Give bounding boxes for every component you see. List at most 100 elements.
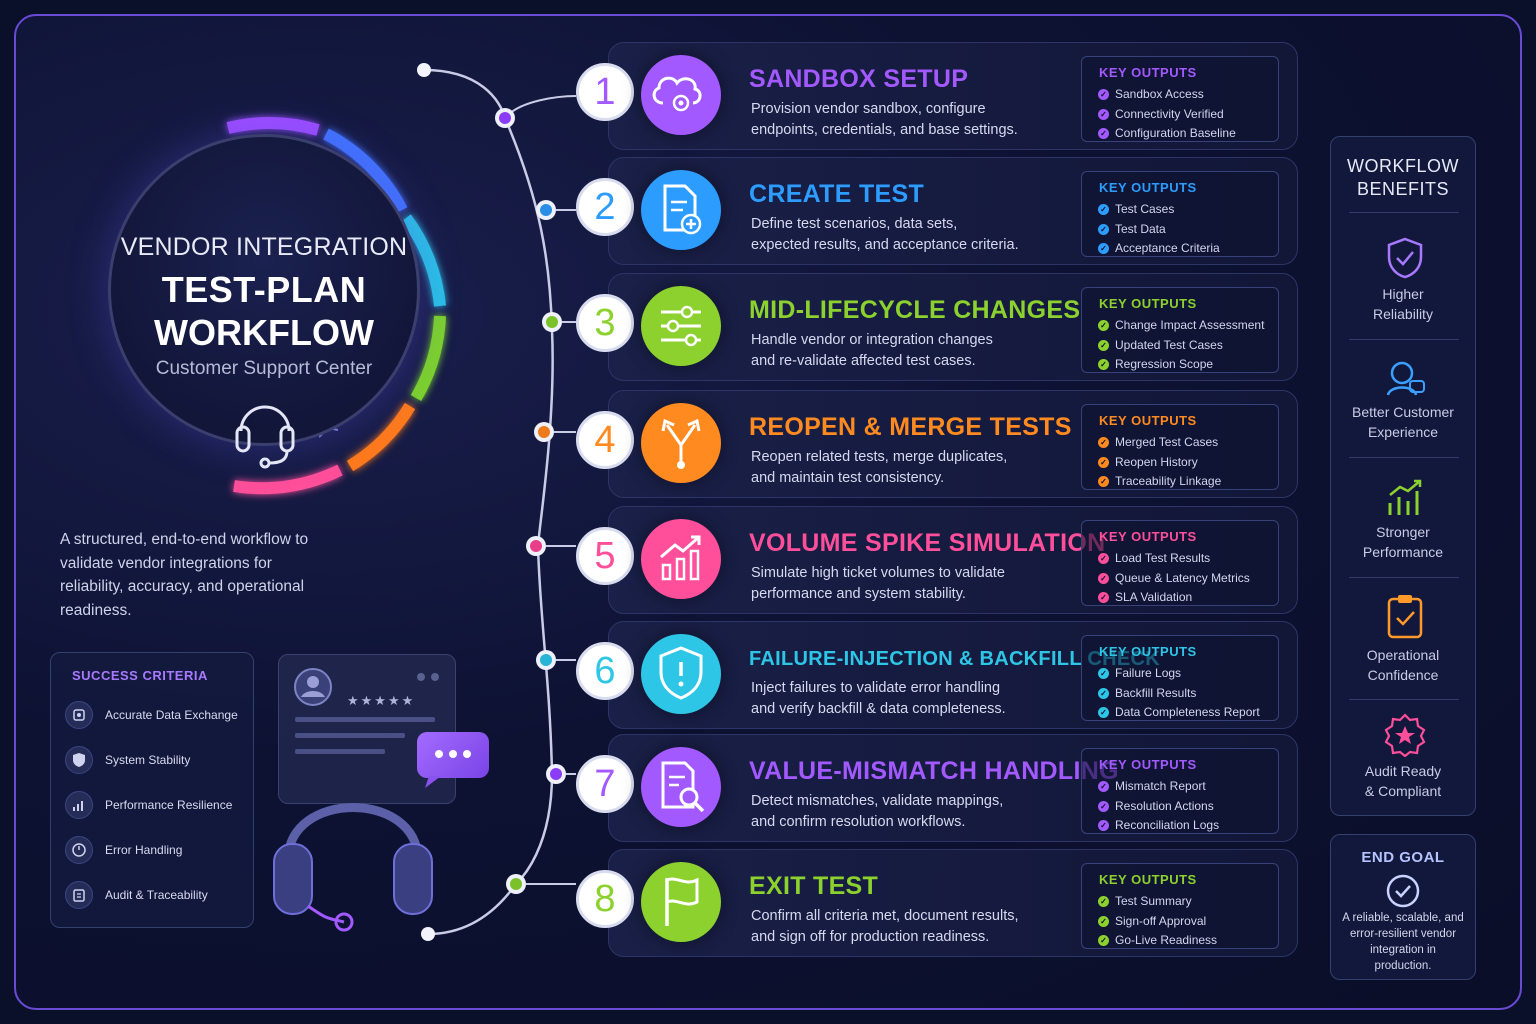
key-outputs-list: ✓Mismatch Report✓Resolution Actions✓Reco… xyxy=(1098,777,1219,836)
step-description: Simulate high ticket volumes to validate… xyxy=(751,563,1071,605)
check-bullet-icon: ✓ xyxy=(1098,223,1109,235)
success-criteria-title: SUCCESS CRITERIA xyxy=(72,668,208,683)
divider xyxy=(1349,457,1459,458)
step-desc-line2: and verify backfill & data completeness. xyxy=(751,701,1006,717)
step-number-3: 3 xyxy=(576,294,634,352)
key-output-label: Sandbox Access xyxy=(1115,87,1204,101)
step-number-7: 7 xyxy=(576,755,634,813)
key-output-item: ✓Backfill Results xyxy=(1098,684,1260,704)
hero-subtitle: Customer Support Center xyxy=(155,358,373,379)
key-outputs-box: KEY OUTPUTS✓Change Impact Assessment✓Upd… xyxy=(1081,287,1279,373)
step-number-2: 2 xyxy=(576,178,634,236)
key-output-item: ✓Sign-off Approval xyxy=(1098,912,1217,932)
step-desc-line2: and confirm resolution workflows. xyxy=(751,814,966,830)
key-output-label: Go-Live Readiness xyxy=(1115,933,1218,947)
benefit-label-2a: Better Customer xyxy=(1352,404,1454,420)
benefit-label-4a: Operational xyxy=(1366,647,1440,663)
flag-icon xyxy=(641,862,721,942)
step-title: FAILURE-INJECTION & BACKFILL CHECK xyxy=(749,648,1160,670)
check-bullet-icon: ✓ xyxy=(1098,339,1109,351)
key-outputs-box: KEY OUTPUTS✓Test Summary✓Sign-off Approv… xyxy=(1081,863,1279,949)
shield-alert-icon xyxy=(641,634,721,714)
check-bullet-icon: ✓ xyxy=(1098,820,1109,832)
support-agent-icon xyxy=(1386,361,1425,396)
timeline-node-5 xyxy=(526,536,546,556)
svg-text:★★★★★: ★★★★★ xyxy=(347,694,415,709)
divider xyxy=(1349,699,1459,700)
key-output-label: Connectivity Verified xyxy=(1115,106,1224,121)
hero-circle: VENDOR INTEGRATION TEST-PLAN WORKFLOW Cu… xyxy=(108,134,420,469)
criteria-item: Audit & Traceability xyxy=(65,880,208,910)
timeline-node-1 xyxy=(495,108,515,128)
step-description: Define test scenarios, data sets,expecte… xyxy=(751,214,1071,256)
step-title: REOPEN & MERGE TESTS xyxy=(749,413,1072,441)
benefit-label-4b: Confidence xyxy=(1367,667,1439,683)
key-output-item: ✓ Sandbox Access xyxy=(1098,85,1236,105)
key-output-label: Data Completeness Report xyxy=(1115,705,1260,719)
step-title: EXIT TEST xyxy=(749,872,879,900)
check-bullet-icon: ✓ xyxy=(1098,668,1109,680)
check-bullet-icon: ✓ xyxy=(1098,572,1109,584)
step-desc-line2: and maintain test consistency. xyxy=(751,470,945,486)
step-title: MID-LIFECYCLE CHANGES xyxy=(749,296,1081,324)
key-outputs-list: ✓Merged Test Cases✓Reopen History✓Tracea… xyxy=(1098,433,1221,492)
badge-star-icon xyxy=(1384,713,1426,757)
key-outputs-list: ✓Change Impact Assessment✓Updated Test C… xyxy=(1098,316,1264,375)
benefit-label-5b: & Compliant xyxy=(1364,783,1442,799)
check-circle-icon xyxy=(1386,874,1420,908)
hero-title-line1: VENDOR INTEGRATION xyxy=(120,233,408,261)
key-output-item: ✓Connectivity Verified xyxy=(1098,105,1236,125)
success-criteria-panel: SUCCESS CRITERIA Accurate Data Exchange … xyxy=(50,652,254,928)
step-desc-line2: endpoints, credentials, and base setting… xyxy=(751,122,1018,138)
benefit-label-1b: Reliability xyxy=(1373,306,1433,322)
key-output-label: Resolution Actions xyxy=(1115,798,1214,813)
key-output-label: Reconciliation Logs xyxy=(1115,818,1220,832)
key-output-item: ✓ Test Data xyxy=(1098,220,1220,240)
key-output-label: Acceptance Criteria xyxy=(1115,241,1220,255)
step-desc-line1: Inject failures to validate error handli… xyxy=(751,680,1001,696)
benefit-label-1a: Higher xyxy=(1382,286,1424,302)
key-output-item: ✓Configuration Baseline xyxy=(1098,124,1236,144)
key-output-item: ✓Change Impact Assessment xyxy=(1098,316,1264,336)
check-bullet-icon: ✓ xyxy=(1098,592,1109,604)
divider xyxy=(1349,212,1459,213)
key-output-label: Test Data xyxy=(1115,221,1166,236)
step-number-1: 1 xyxy=(576,63,634,121)
key-output-item: ✓Regression Scope xyxy=(1098,355,1264,375)
key-output-label: Test Cases xyxy=(1115,202,1175,216)
key-output-label: Reopen History xyxy=(1115,454,1198,469)
key-output-label: Sign-off Approval xyxy=(1115,913,1207,928)
key-output-item: ✓ Failure Logs xyxy=(1098,664,1260,684)
key-outputs-title: KEY OUTPUTS xyxy=(1099,644,1197,659)
document-search-icon xyxy=(641,747,721,827)
key-outputs-title: KEY OUTPUTS xyxy=(1099,65,1197,80)
key-outputs-list: ✓ Sandbox Access ✓Connectivity Verified✓Co… xyxy=(1098,85,1236,144)
check-bullet-icon: ✓ xyxy=(1098,204,1109,216)
step-title: VALUE-MISMATCH HANDLING xyxy=(749,757,1119,785)
key-outputs-title: KEY OUTPUTS xyxy=(1099,296,1197,311)
check-bullet-icon: ✓ xyxy=(1098,781,1109,793)
key-outputs-box: KEY OUTPUTS ✓ Sandbox Access ✓Connectivity … xyxy=(1081,56,1279,142)
criteria-label: Accurate Data Exchange xyxy=(105,708,238,722)
data-exchange-icon xyxy=(65,701,93,729)
key-output-item: ✓Load Test Results xyxy=(1098,549,1250,569)
step-desc-line1: Confirm all criteria met, document resul… xyxy=(751,908,1019,924)
criteria-item: Accurate Data Exchange xyxy=(65,700,238,730)
timeline-node-2 xyxy=(536,200,556,220)
key-output-label: Backfill Results xyxy=(1115,685,1197,700)
key-output-label: Failure Logs xyxy=(1115,666,1182,680)
step-number-5: 5 xyxy=(576,527,634,585)
clock-icon xyxy=(65,836,93,864)
key-outputs-title: KEY OUTPUTS xyxy=(1099,413,1197,428)
benefit-label-3a: Stronger xyxy=(1376,524,1430,540)
check-bullet-icon: ✓ xyxy=(1098,89,1109,101)
step-number-4: 4 xyxy=(576,411,634,469)
step-number-8: 8 xyxy=(576,870,634,928)
key-outputs-box: KEY OUTPUTS✓Load Test Results✓Queue & La… xyxy=(1081,520,1279,606)
key-output-item: ✓Queue & Latency Metrics xyxy=(1098,569,1250,589)
